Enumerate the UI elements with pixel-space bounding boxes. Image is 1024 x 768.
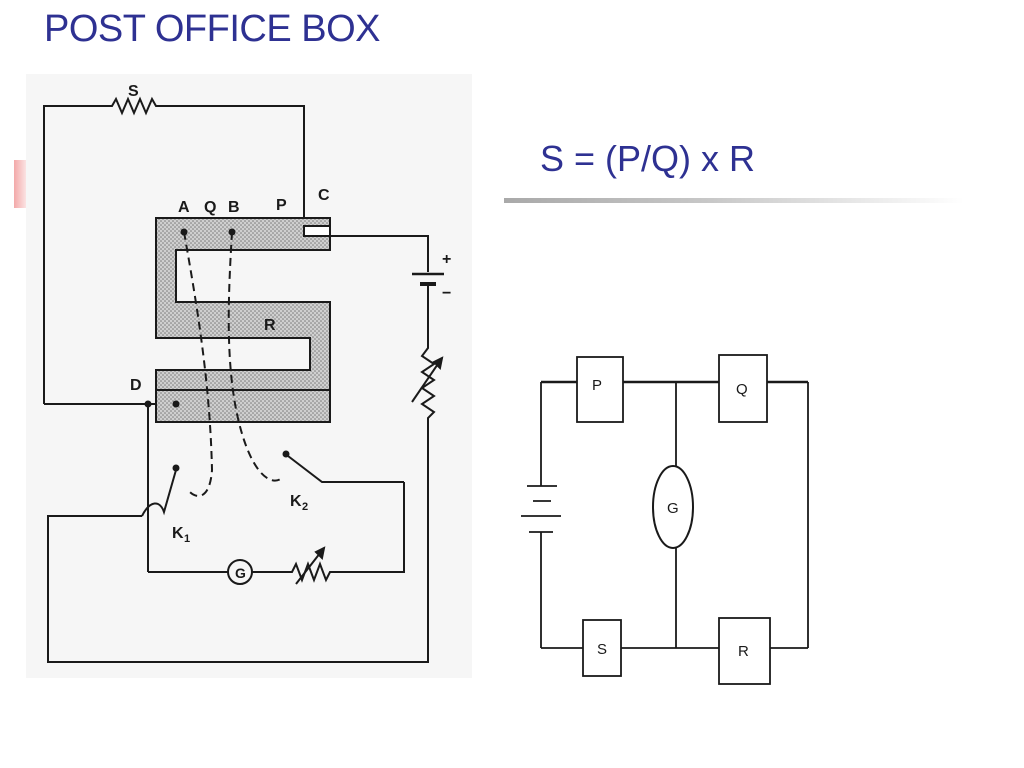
wheatstone-bridge-labels: P Q G S R: [592, 377, 749, 660]
dashed-b: [227, 231, 283, 482]
dashed-a: [183, 231, 214, 497]
bridge-label-p: P: [592, 377, 602, 394]
key-k1: [141, 469, 177, 517]
wire-battery-rheostat: [420, 286, 436, 430]
divider: [504, 198, 964, 203]
label-a: A: [178, 199, 190, 216]
resistor-p-box: [576, 356, 624, 423]
g-rheostat-arrowhead: [314, 546, 326, 561]
label-p: P: [276, 197, 287, 214]
label-r: R: [264, 317, 276, 334]
label-d: D: [130, 377, 142, 394]
bridge-label-q: Q: [736, 381, 748, 398]
label-s: S: [128, 83, 139, 100]
label-q: Q: [204, 199, 216, 216]
resistor-s-box: [582, 619, 622, 677]
formula: S = (P/Q) x R: [540, 138, 756, 179]
label-k1: K: [172, 525, 184, 542]
terminal-a-dot: [180, 228, 188, 236]
resistor-q-box: [718, 354, 768, 423]
key-k2: [287, 455, 404, 483]
accent-bar: [14, 160, 26, 208]
wire-c-battery: [330, 235, 429, 272]
terminal-d-dot-2: [172, 400, 180, 408]
bridge-label-r: R: [738, 643, 749, 660]
resistor-r-box: [718, 617, 771, 685]
label-b: B: [228, 199, 240, 216]
wire-g-rheostat: [252, 482, 405, 583]
label-k2: K: [290, 493, 302, 510]
post-office-box-labels: S A Q B P C R D K 1 K 2 G + −: [128, 83, 451, 581]
key-k2-contact: [282, 450, 290, 458]
terminal-b-dot: [228, 228, 236, 236]
label-k1-sub: 1: [184, 533, 190, 545]
wheatstone-bridge-diagram: [521, 354, 809, 685]
label-g: G: [235, 565, 246, 581]
terminal-c: [303, 225, 331, 237]
key-k1-contact: [172, 464, 180, 472]
galvanometer-ellipse: [652, 465, 694, 549]
label-plus: +: [442, 251, 451, 268]
bridge-label-g: G: [667, 500, 679, 517]
bridge-label-s: S: [597, 641, 607, 658]
wire-s-loop: [43, 96, 305, 404]
label-k2-sub: 2: [302, 501, 308, 513]
label-c: C: [318, 187, 330, 204]
rheostat-arrowhead: [432, 356, 444, 371]
wire-bottom-loop: [47, 430, 429, 663]
plug-box-bottom: [155, 389, 331, 423]
label-minus: −: [442, 285, 451, 302]
post-office-box-diagram: [43, 96, 444, 663]
slide-title: POST OFFICE BOX: [44, 8, 380, 50]
